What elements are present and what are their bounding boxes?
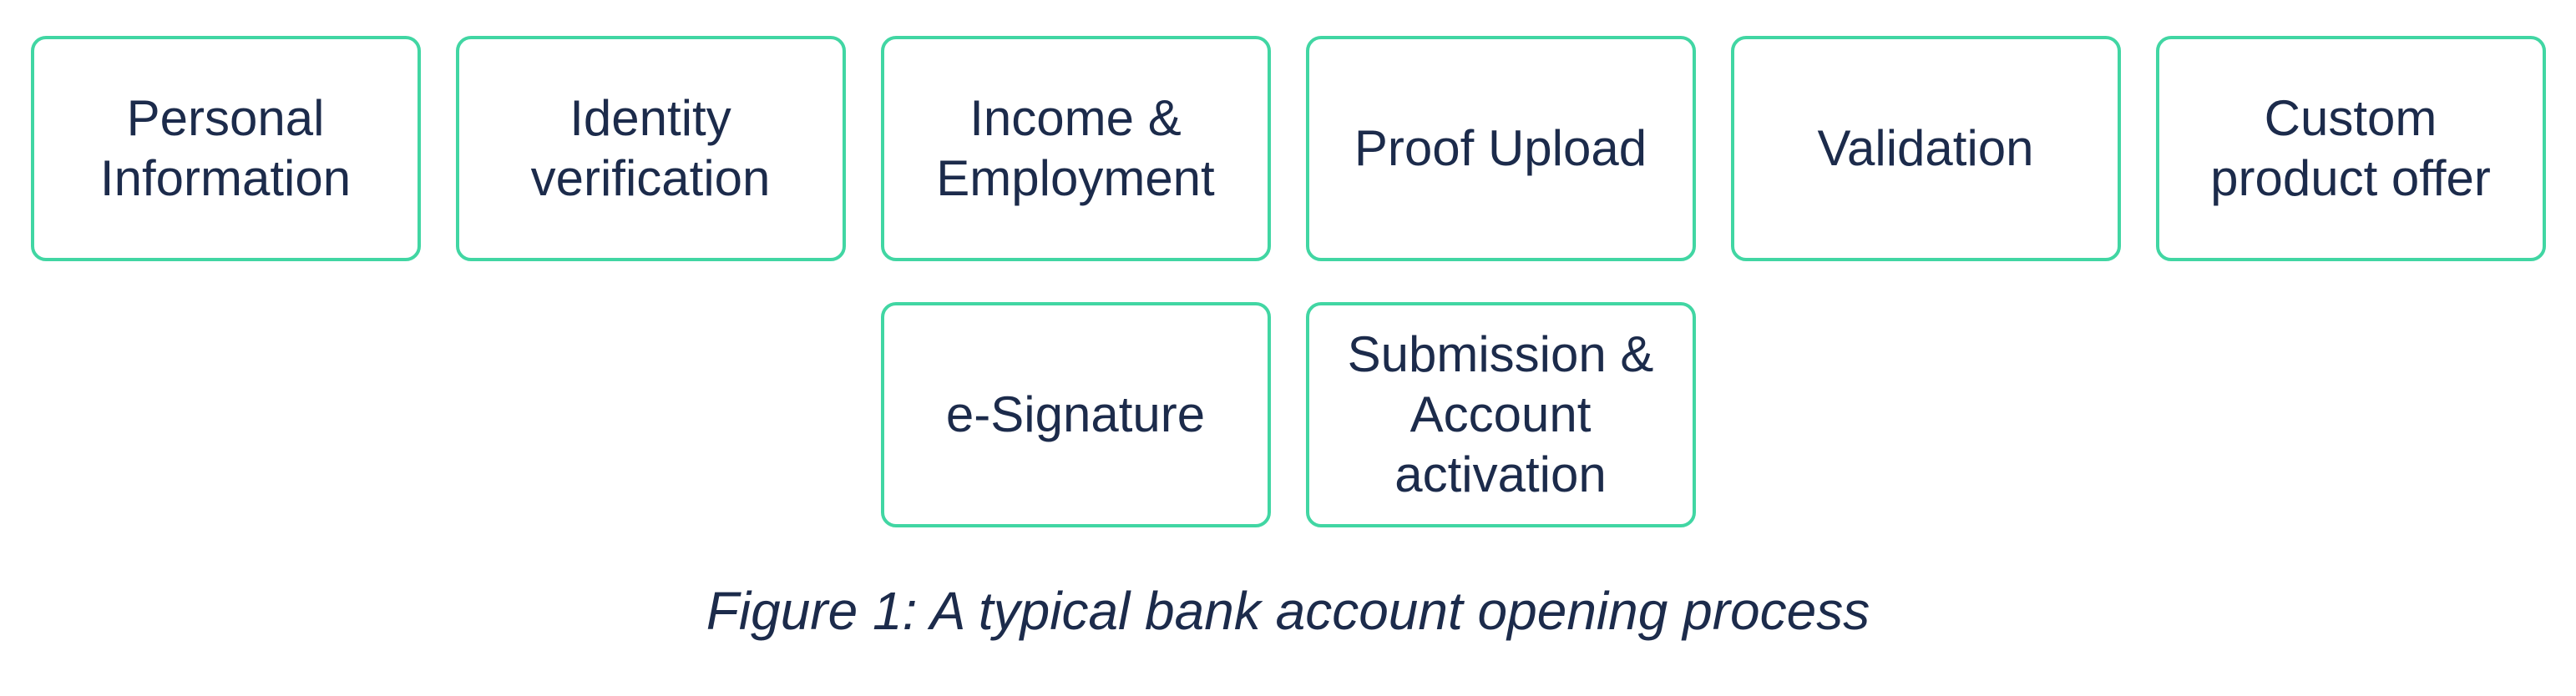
step-custom-product-offer: Custom product offer: [2155, 36, 2546, 261]
step-proof-upload: Proof Upload: [1305, 36, 1696, 261]
step-validation: Validation: [1730, 36, 2121, 261]
step-income-employment: Income & Employment: [880, 36, 1271, 261]
step-submission-account-activation: Submission & Account activation: [1305, 302, 1696, 527]
figure-caption: Figure 1: A typical bank account opening…: [706, 581, 1870, 641]
process-row-top: Personal Information Identity verificati…: [30, 36, 2546, 261]
step-e-signature: e-Signature: [880, 302, 1271, 527]
process-row-bottom: e-Signature Submission & Account activat…: [880, 302, 1696, 527]
bank-account-opening-diagram: Personal Information Identity verificati…: [30, 36, 2546, 641]
step-personal-information: Personal Information: [30, 36, 421, 261]
step-identity-verification: Identity verification: [455, 36, 846, 261]
